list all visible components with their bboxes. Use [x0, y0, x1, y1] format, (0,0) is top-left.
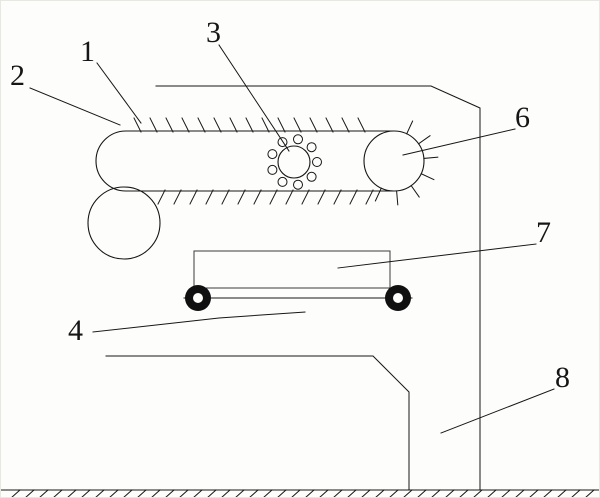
belt-teeth-top — [133, 117, 366, 133]
drive-pulley — [363, 120, 439, 206]
belt-teeth-bottom — [157, 189, 374, 205]
ref-label-1: 1 — [80, 35, 95, 68]
pulley-body — [363, 130, 425, 192]
ref-label-8: 8 — [555, 361, 570, 394]
ref-label-2: 2 — [10, 59, 25, 92]
tension-roller — [87, 186, 161, 260]
ref-label-6: 6 — [515, 101, 530, 134]
leader-1 — [96, 62, 142, 124]
ref-label-3: 3 — [206, 16, 221, 49]
leader-2 — [29, 87, 121, 126]
ref-label-7: 7 — [536, 216, 551, 249]
leader-7 — [337, 243, 537, 269]
spiked-gear — [267, 134, 322, 190]
leader-3 — [218, 44, 290, 152]
carriage-frame — [193, 250, 391, 289]
gear-studs — [267, 134, 322, 190]
ground-hatch — [1, 489, 599, 497]
belt-left-cap — [95, 130, 127, 192]
left-base-outline — [105, 355, 410, 491]
leader-6 — [402, 128, 516, 156]
leader-4 — [92, 311, 306, 333]
leader-lines — [29, 44, 555, 434]
ref-label-4: 4 — [68, 314, 83, 347]
pulley-rays — [374, 120, 439, 206]
gear-body — [277, 145, 311, 179]
carriage-wheel-left — [185, 285, 211, 311]
carriage-wheel-right — [385, 285, 411, 311]
belt-conveyor — [95, 117, 395, 205]
leader-8 — [440, 388, 555, 434]
right-wall-outline — [155, 85, 481, 491]
